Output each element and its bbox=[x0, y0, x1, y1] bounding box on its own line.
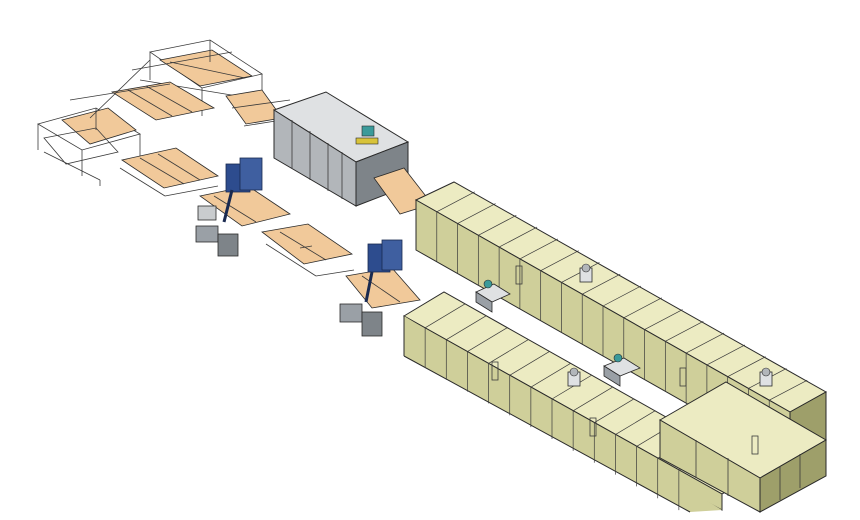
oven-roof-seam bbox=[424, 303, 466, 329]
blower-unit-2 bbox=[603, 353, 641, 387]
oven-roof-seam bbox=[457, 203, 496, 224]
oven-roof-seam bbox=[582, 273, 621, 295]
left-conveyor bbox=[119, 147, 220, 197]
oven-roof-seam bbox=[488, 339, 529, 364]
oven-doors bbox=[491, 265, 759, 455]
oven-roof-seam bbox=[685, 332, 725, 354]
upper-conveyor bbox=[110, 81, 291, 127]
oven-roof-seam bbox=[615, 410, 656, 435]
robot-cell-1 bbox=[195, 157, 291, 257]
fan-unit-3 bbox=[759, 367, 773, 387]
robot-cell-2 bbox=[339, 239, 421, 337]
fan-unit-2 bbox=[567, 367, 581, 387]
middle-conveyor bbox=[261, 223, 355, 277]
oven-lower-arm-seams bbox=[424, 303, 720, 511]
oven-roof-seam bbox=[665, 321, 704, 342]
oven-lower-arm bbox=[403, 291, 761, 513]
oven-roof-seam bbox=[498, 226, 538, 248]
oven-roof-seam bbox=[727, 356, 766, 377]
oven-roof-seam bbox=[602, 285, 642, 307]
oven-roof-seam bbox=[540, 250, 579, 271]
fan-unit-1 bbox=[579, 263, 593, 283]
oven-roof-seam bbox=[509, 350, 550, 376]
blower-unit-1 bbox=[475, 279, 511, 313]
oven-roof-seam bbox=[467, 327, 508, 352]
oven-roof-seam bbox=[594, 398, 635, 424]
oven-roof-seam bbox=[769, 379, 808, 401]
oven-roof-seam bbox=[446, 315, 487, 341]
oven-roof-seam bbox=[644, 309, 683, 330]
oven-roof-seam bbox=[551, 374, 593, 400]
oven-roof-seam bbox=[519, 238, 559, 260]
grey-chamber-unit bbox=[272, 91, 433, 215]
oven-roof-seam bbox=[623, 297, 662, 319]
oven-roof-seam bbox=[706, 344, 746, 366]
oven-end-block bbox=[659, 381, 827, 513]
oven-roof-seam bbox=[530, 362, 572, 388]
oven-roof-seam bbox=[572, 386, 614, 412]
oven-roof-seam bbox=[436, 191, 475, 213]
left-gantry-frame bbox=[36, 59, 171, 186]
oven-roof-seam bbox=[478, 215, 517, 236]
